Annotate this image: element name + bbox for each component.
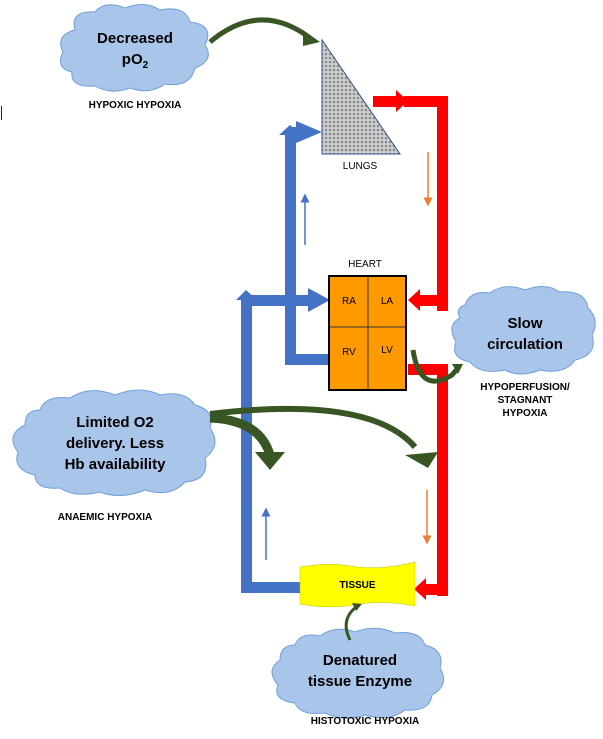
cloud-line: Hb availability (64, 456, 166, 473)
caption-line: STAGNANT (497, 395, 553, 406)
lungs-triangle (321, 38, 401, 155)
caption-line: HYPOPERFUSION/ (480, 382, 570, 393)
cloud-line: Denatured (322, 652, 398, 669)
cause-arrow-stagnant (410, 349, 463, 384)
subscript: 2 (142, 60, 149, 71)
cloud-line: pO2 (75, 49, 195, 76)
cause-arrow-anaemic-arterial (209, 405, 438, 468)
cause-arrow-histotoxic (344, 603, 362, 641)
heart-label: HEART (348, 259, 382, 270)
tissue-label: TISSUE (339, 580, 376, 591)
cloud-line: Decreased (97, 30, 173, 47)
arterial-path-to-heart (373, 90, 448, 311)
venous-path-to-heart (236, 288, 330, 593)
cloud-text-hypoxic: Decreased pO2 (75, 28, 195, 76)
caption-stagnant: HYPOPERFUSION/ STAGNANT HYPOXIA (460, 381, 590, 420)
cloud-line: Limited O2 (76, 414, 154, 431)
caption-line: HYPOXIA (502, 408, 548, 419)
caption-anaemic: ANAEMIC HYPOXIA (57, 512, 153, 523)
cloud-histotoxic (271, 627, 445, 719)
heart (328, 275, 407, 391)
cloud-hypoxic (60, 4, 209, 92)
cloud-line: delivery. Less (65, 435, 165, 452)
venous-path-to-lungs (279, 121, 331, 365)
cloud-text-histotoxic: Denatured tissue Enzyme (290, 650, 430, 692)
cause-arrow-anaemic-venous (209, 413, 285, 470)
cause-arrow-hypoxic (208, 17, 320, 46)
cloud-text-anaemic: Limited O2 delivery. Less Hb availabilit… (40, 412, 190, 475)
cloud-text-stagnant: Slow circulation (465, 313, 585, 355)
cloud-line: tissue Enzyme (307, 673, 413, 690)
chamber-rv: RV (342, 347, 356, 358)
caption-hypoxic: HYPOXIC HYPOXIA (88, 100, 182, 111)
cloud-stagnant (451, 286, 596, 375)
chamber-lv: LV (381, 345, 393, 356)
caption-histotoxic: HISTOTOXIC HYPOXIA (310, 716, 420, 727)
lungs-label: LUNGS (342, 161, 378, 172)
arterial-path-to-tissue (408, 364, 448, 600)
chamber-la: LA (380, 296, 394, 307)
cloud-line: Slow (507, 315, 543, 332)
po-text: pO (121, 51, 143, 68)
text-cursor (1, 106, 2, 120)
cloud-anaemic (12, 389, 216, 496)
chamber-ra: RA (342, 296, 356, 307)
tissue-shape (299, 561, 416, 608)
cloud-line: circulation (487, 336, 563, 353)
